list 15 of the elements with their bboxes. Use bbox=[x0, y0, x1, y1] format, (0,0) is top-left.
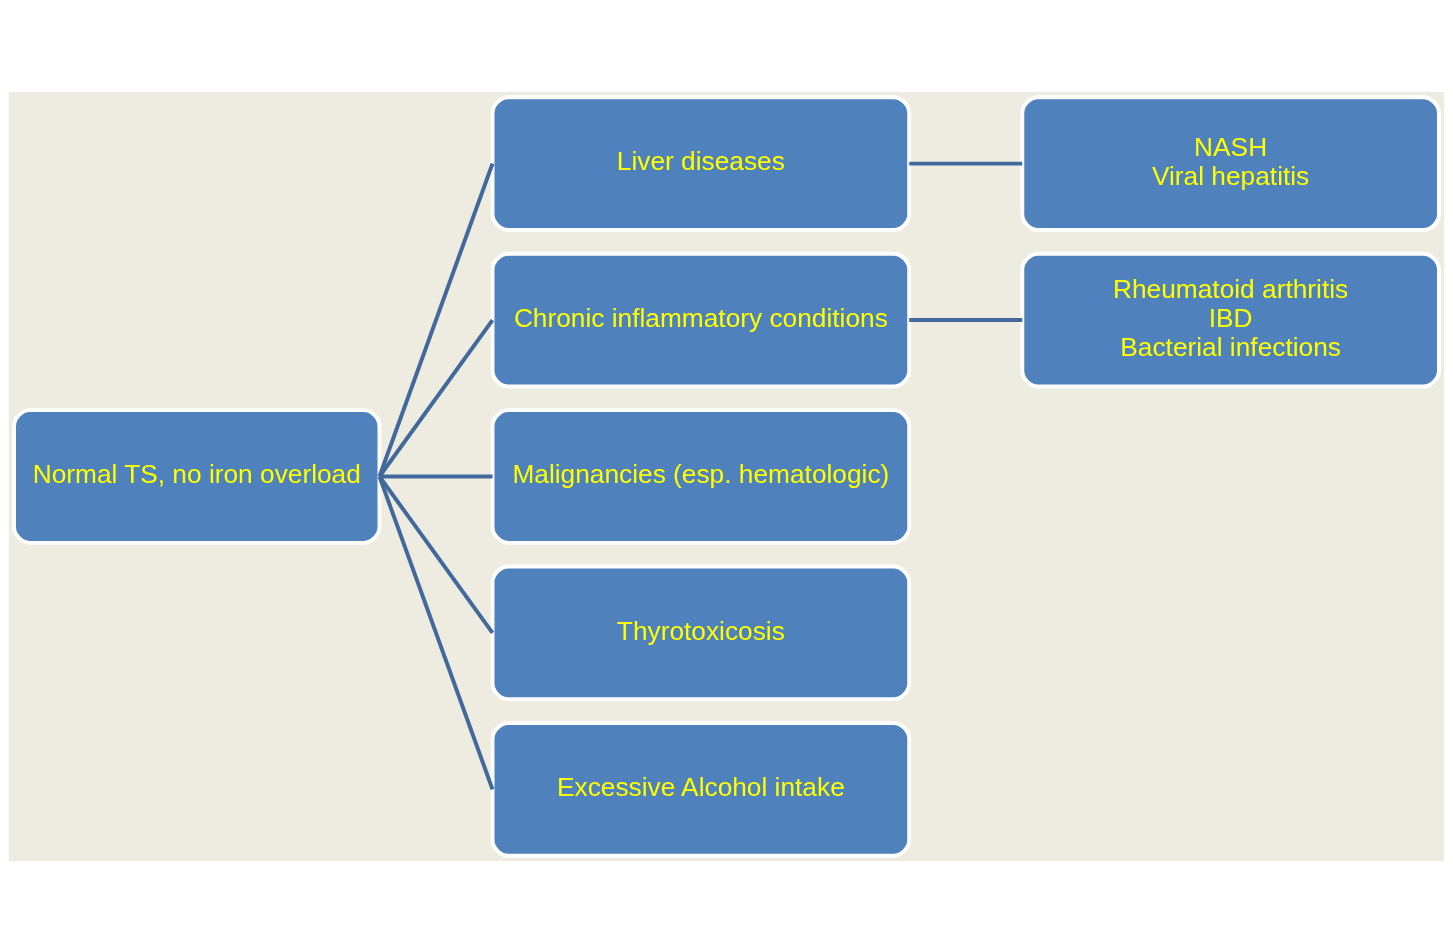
node-box: Rheumatoid arthritis IBD Bacterial infections bbox=[1020, 251, 1441, 388]
connector bbox=[909, 317, 1023, 322]
node-box: Malignancies (esp. hematologic) bbox=[490, 407, 912, 545]
connector bbox=[377, 318, 495, 478]
node-box: Excessive Alcohol intake bbox=[490, 720, 912, 858]
node-box: Liver diseases bbox=[490, 94, 912, 232]
connector bbox=[909, 161, 1023, 166]
connector bbox=[379, 474, 493, 478]
connector bbox=[377, 162, 495, 477]
node-box: Chronic inflammatory conditions bbox=[490, 251, 912, 388]
node-box: Normal TS, no iron overload bbox=[12, 407, 382, 545]
node-box: Thyrotoxicosis bbox=[490, 564, 912, 701]
connector bbox=[377, 474, 495, 634]
node-box: NASH Viral hepatitis bbox=[1020, 94, 1441, 232]
connector bbox=[377, 475, 495, 790]
